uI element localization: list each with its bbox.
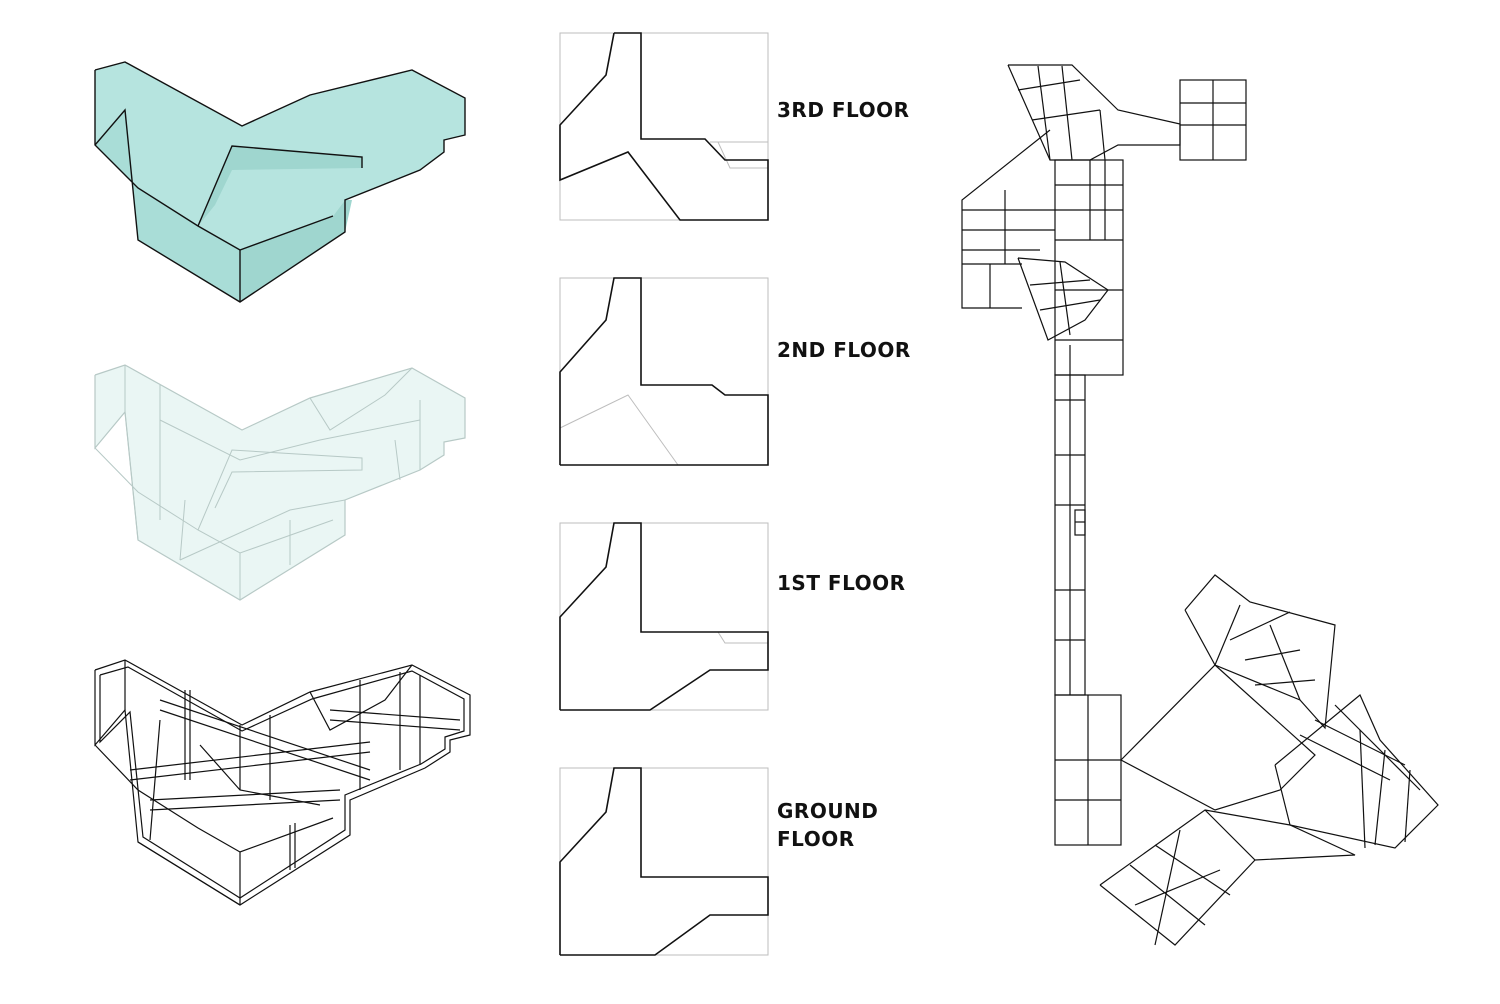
plan-second-outline xyxy=(559,277,769,466)
plan-first-frame xyxy=(559,522,769,711)
glass-outline xyxy=(94,364,466,601)
structural-frame-model xyxy=(94,659,471,906)
label-second-floor: 2ND FLOOR xyxy=(777,338,911,362)
solid-right-front-face xyxy=(240,200,352,302)
plan-second-ghost xyxy=(559,394,679,466)
label-first-floor: 1ST FLOOR xyxy=(777,571,906,595)
label-third-floor: 3RD FLOOR xyxy=(777,98,910,122)
label-ground-floor: GROUND FLOOR xyxy=(777,799,879,851)
plan-third-outline xyxy=(559,32,769,221)
plan-second-frame xyxy=(559,277,769,466)
solid-left-front-face xyxy=(95,110,240,302)
solid-notch xyxy=(198,146,362,226)
plan-third-frame xyxy=(559,32,769,221)
plan-first-ghost xyxy=(717,631,768,644)
plan-third-floor xyxy=(559,32,769,221)
plan-ground-floor xyxy=(559,767,769,956)
solid-edges xyxy=(94,61,466,303)
plan-ground-frame xyxy=(559,767,769,956)
plan-second-floor xyxy=(559,277,769,466)
glass-body xyxy=(95,365,465,600)
plan-ground-outline xyxy=(559,767,769,956)
plan-first-outline xyxy=(559,522,769,711)
unfolded-panel-layout xyxy=(961,64,1439,946)
glass-massing-model xyxy=(94,364,466,601)
plan-first-floor xyxy=(559,522,769,711)
solid-massing-model xyxy=(94,61,466,303)
